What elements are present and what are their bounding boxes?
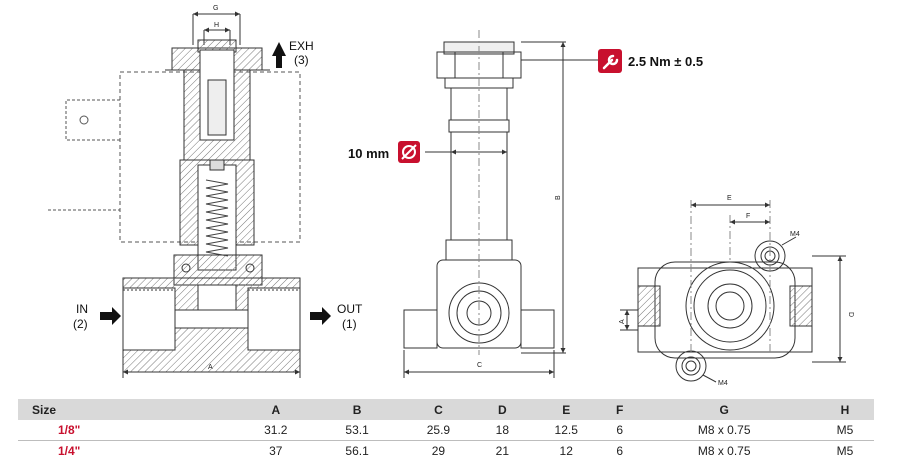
cell-e: 12.5	[525, 420, 607, 441]
cell-c: 25.9	[397, 420, 480, 441]
cell-h: M5	[815, 420, 874, 441]
label-m4-bottom: M4	[718, 380, 728, 387]
flow-arrows	[100, 42, 331, 325]
cell-b: 53.1	[316, 420, 398, 441]
label-a-top: A	[619, 319, 626, 324]
section-view	[48, 11, 301, 378]
technical-drawing: G H EXH (3) IN (2) OUT (1) A B C 10 mm	[48, 5, 854, 387]
cell-e: 12	[559, 444, 573, 458]
cell-d: 18	[479, 420, 526, 441]
label-m4-top: M4	[790, 231, 800, 238]
header-g: G	[632, 399, 816, 420]
header-b: B	[316, 399, 398, 420]
cell-size: 1/4"	[58, 444, 81, 458]
table-row: 1/8" 31.2 53.1 25.9 18 12.5 6 M8 x 0.75 …	[18, 420, 874, 441]
diameter-symbol-icon	[398, 141, 420, 163]
table-row: 1/4" 37 56.1 29 21 12 6 M8 x 0.75 M5	[18, 441, 874, 462]
label-exh-port: (3)	[294, 53, 309, 67]
cell-h: M5	[836, 444, 854, 458]
label-in: IN	[76, 302, 88, 316]
cell-f: 6	[616, 444, 624, 458]
cell-f: 6	[606, 420, 633, 441]
header-a: A	[235, 399, 317, 420]
top-view	[620, 200, 846, 383]
label-d: D	[847, 312, 854, 317]
label-out: OUT	[337, 302, 363, 316]
header-f: F	[606, 399, 633, 420]
label-in-port: (2)	[73, 317, 88, 331]
cell-d: 21	[495, 444, 509, 458]
cell-g: M8 x 0.75	[632, 420, 816, 441]
label-f: F	[746, 213, 750, 220]
label-out-port: (1)	[342, 317, 357, 331]
dimensions-table: Size A B C D E F G H 1/8" 31.2 53.1 25.9…	[18, 399, 874, 461]
label-c: C	[477, 362, 482, 369]
cell-a: 37	[269, 444, 283, 458]
cell-a: 31.2	[235, 420, 317, 441]
header-h: H	[815, 399, 874, 420]
cell-size: 1/8"	[18, 420, 236, 441]
label-h: H	[214, 22, 219, 29]
cell-b: 56.1	[345, 444, 369, 458]
torque-label: 2.5 Nm ± 0.5	[628, 54, 703, 69]
diameter-label: 10 mm	[348, 146, 389, 161]
label-a-section: A	[208, 364, 213, 371]
exh-arrow-icon	[272, 42, 286, 68]
wrench-icon	[598, 49, 622, 73]
out-arrow-icon	[310, 307, 331, 325]
side-view	[403, 30, 598, 378]
in-arrow-icon	[100, 307, 121, 325]
header-e: E	[525, 399, 607, 420]
label-e: E	[727, 195, 732, 202]
header-d: D	[479, 399, 526, 420]
header-size: Size	[18, 399, 236, 420]
label-g: G	[213, 5, 218, 12]
header-c: C	[397, 399, 480, 420]
cell-c: 29	[431, 444, 446, 458]
table-header-row: Size A B C D E F G H	[18, 399, 874, 420]
label-exh: EXH	[289, 39, 314, 53]
cell-g: M8 x 0.75	[697, 444, 751, 458]
label-b: B	[555, 195, 562, 200]
